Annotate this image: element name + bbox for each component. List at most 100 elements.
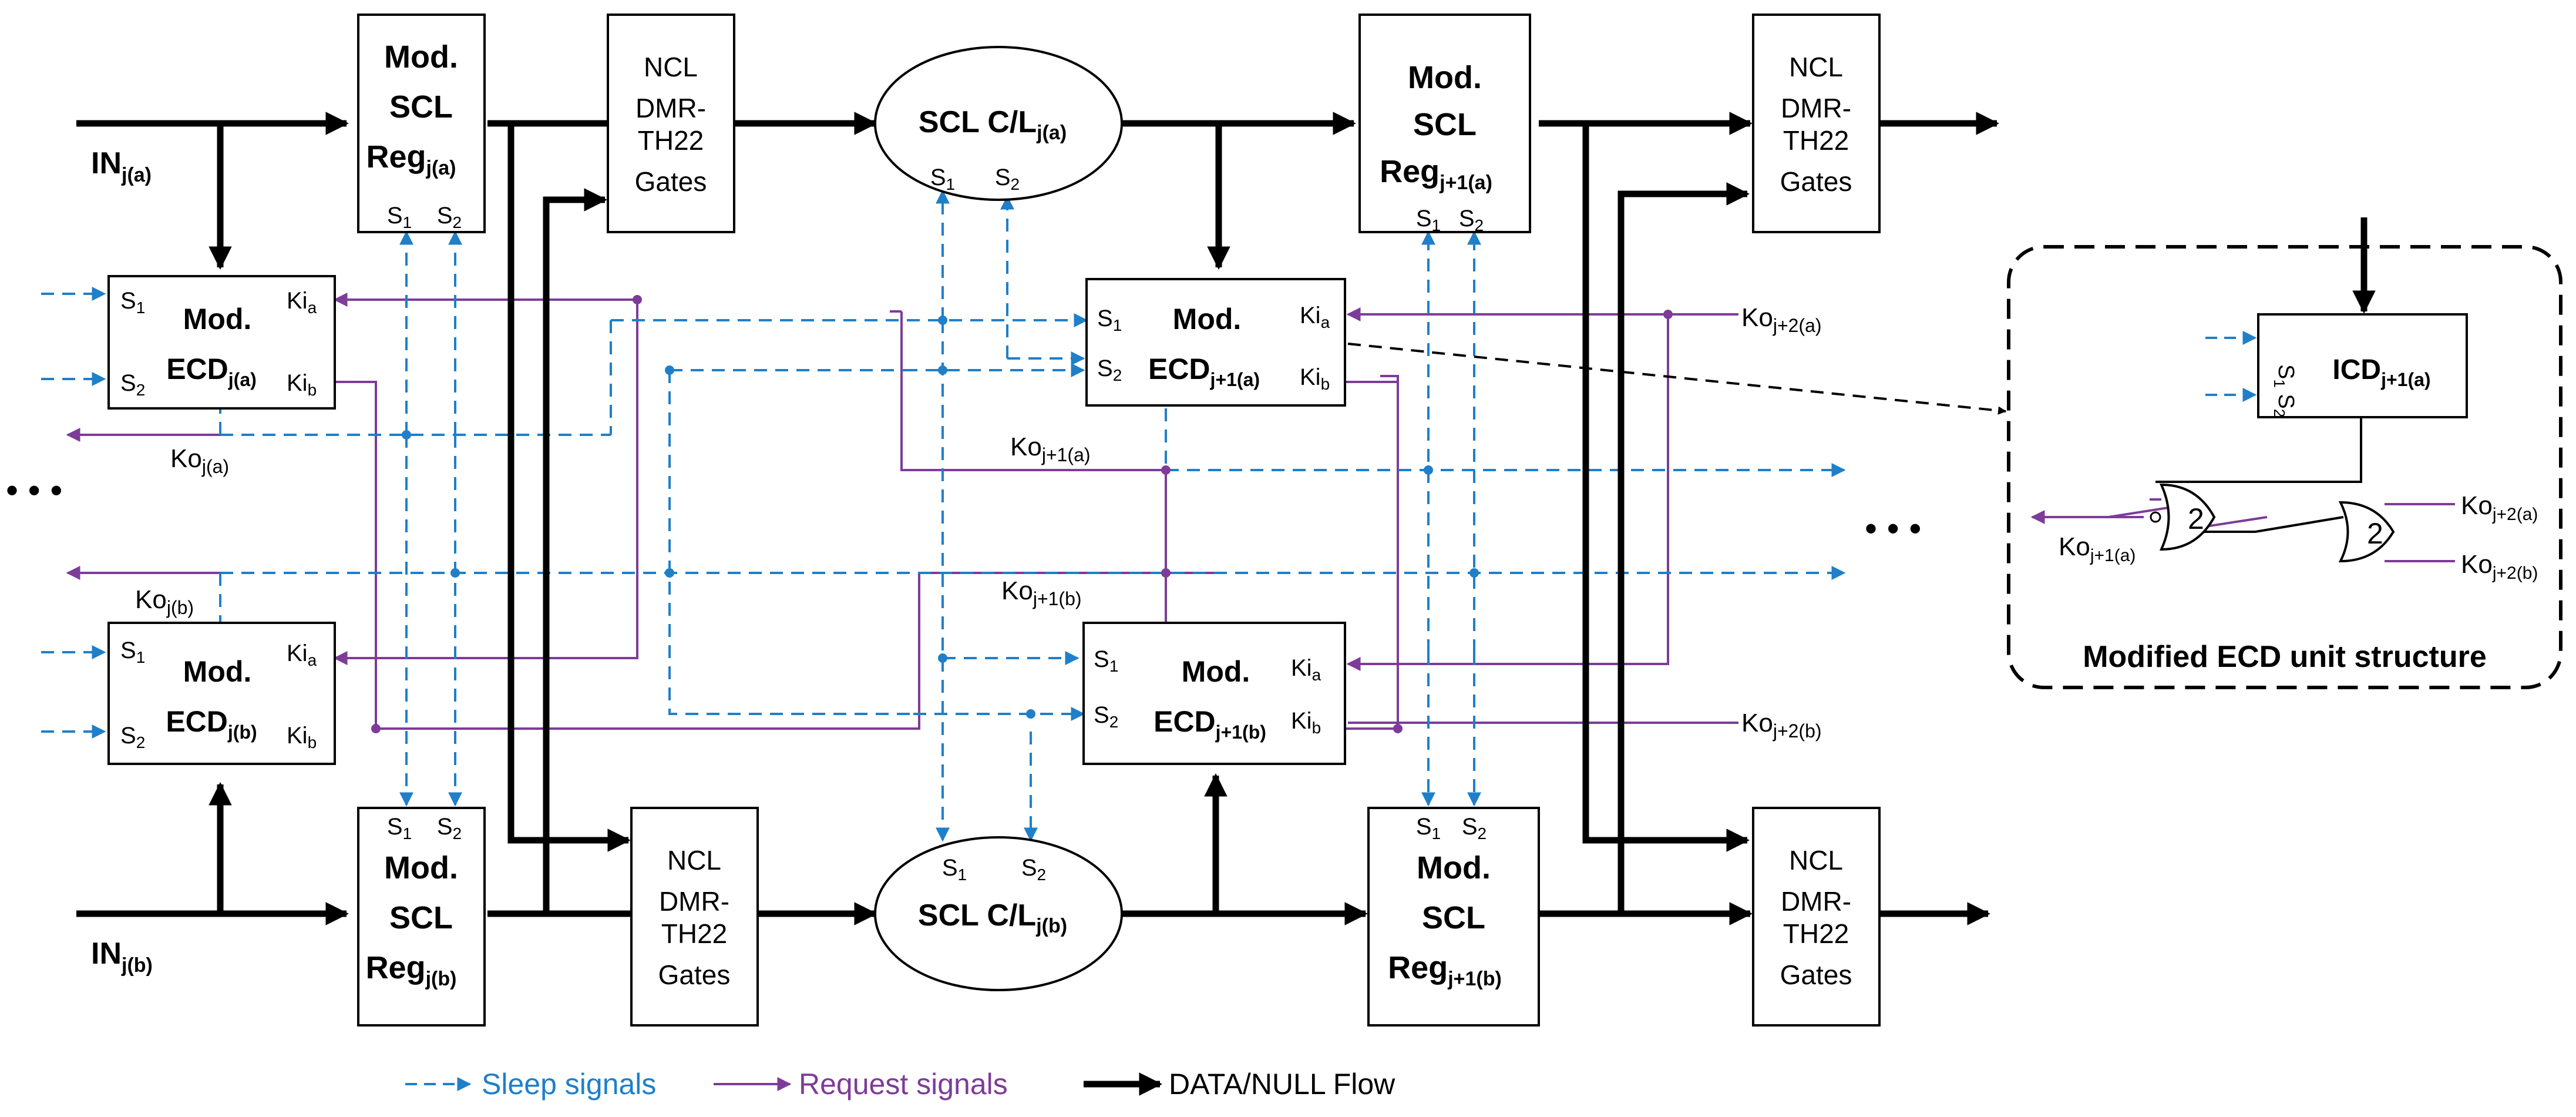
signal-labels: INj(a) INj(b) Koj(a) Koj(b) Koj+1(a) Koj… <box>91 146 1822 977</box>
callout-arrow <box>1347 343 2007 415</box>
svg-text:SCL: SCL <box>1413 107 1477 142</box>
svg-text:S2: S2 <box>120 723 145 752</box>
ecd-ja: S1 S2 Mod. ECDj(a) Kia Kib <box>107 275 336 410</box>
icd-label: ICDj+1(a) <box>2332 354 2430 390</box>
svg-text:S1: S1 <box>387 203 412 232</box>
svg-text:DMR-: DMR- <box>1781 93 1851 123</box>
svg-text:Mod.: Mod. <box>384 850 458 885</box>
svg-text:S2: S2 <box>120 370 145 399</box>
svg-text:Regj(a): Regj(a) <box>366 139 456 179</box>
svg-text:DMR-: DMR- <box>659 886 729 917</box>
data-null-flow <box>76 112 2376 925</box>
icd-s-labels: S1 S2 <box>2271 364 2298 417</box>
svg-text:Mod.: Mod. <box>384 39 458 75</box>
svg-text:TH22: TH22 <box>638 125 704 156</box>
svg-text:Kib: Kib <box>287 723 317 752</box>
svg-text:SCL: SCL <box>389 900 453 935</box>
scl-cl-jb: S1 S2 SCL C/Lj(b) <box>874 836 1123 991</box>
inset-ko-a: Koj+2(a) <box>2461 491 2538 524</box>
svg-text:Kia: Kia <box>1291 655 1321 684</box>
svg-text:S1: S1 <box>1416 814 1441 843</box>
svg-text:Mod.: Mod. <box>183 303 252 336</box>
ecd-jb: S1 S2 Mod. ECDj(b) Kia Kib <box>107 622 336 765</box>
svg-text:S1: S1 <box>387 814 412 843</box>
svg-text:NCL: NCL <box>1789 52 1843 82</box>
svg-text:SCL: SCL <box>389 89 453 125</box>
svg-text:S1: S1 <box>1097 306 1122 334</box>
svg-text:S1: S1 <box>120 638 145 666</box>
svg-text:S1: S1 <box>120 288 145 317</box>
svg-text:Mod.: Mod. <box>1417 850 1491 885</box>
svg-text:2: 2 <box>2188 502 2204 535</box>
scl-reg-j1a: Mod. SCL Regj+1(a) S1 S2 <box>1358 14 1531 234</box>
svg-text:NCL: NCL <box>1789 845 1843 876</box>
svg-text:SCL C/Lj(a): SCL C/Lj(a) <box>919 105 1067 144</box>
ko-j2a-label: Koj+2(a) <box>1741 303 1822 336</box>
inset-ko-out: Koj+1(a) <box>2059 532 2136 565</box>
ko-ja-label: Koj(a) <box>170 444 229 477</box>
legend-request: Request signals <box>799 1068 1008 1101</box>
scl-reg-jb: S1 S2 Mod. SCL Regj(b) <box>357 807 486 1027</box>
svg-text:Kia: Kia <box>287 640 317 669</box>
svg-text:ECDj(a): ECDj(a) <box>166 353 257 390</box>
svg-text:Regj(b): Regj(b) <box>366 950 457 990</box>
svg-text:S2: S2 <box>1097 355 1122 384</box>
svg-text:Regj+1(b): Regj+1(b) <box>1388 950 1502 990</box>
junction-dots <box>371 295 1673 733</box>
ncl-gates-j1a: NCL DMR- TH22 Gates <box>1752 14 1881 233</box>
svg-text:Gates: Gates <box>1780 960 1852 990</box>
ecd-j1a: S1 S2 Mod. ECDj+1(a) Kia Kib <box>1085 278 1346 407</box>
legend-data: DATA/NULL Flow <box>1169 1068 1395 1101</box>
sleep-signal-wires <box>41 189 1846 842</box>
svg-text:SCL C/Lj(b): SCL C/Lj(b) <box>918 898 1067 937</box>
svg-text:S2: S2 <box>437 203 462 232</box>
ncl-gates-jb: NCL DMR- TH22 Gates <box>630 807 759 1027</box>
svg-text:S2: S2 <box>1094 702 1118 731</box>
scl-cl-ja: SCL C/Lj(a) S1 S2 <box>874 46 1123 201</box>
ko-jb-label: Koj(b) <box>135 585 194 618</box>
ecd-j1b: S1 S2 Mod. ECDj+1(b) Kia Kib <box>1082 622 1346 765</box>
svg-text:ECDj+1(b): ECDj+1(b) <box>1154 705 1266 743</box>
scl-reg-j1b: S1 S2 Mod. SCL Regj+1(b) <box>1367 807 1540 1027</box>
svg-text:Mod.: Mod. <box>183 655 252 688</box>
inset-request-wires <box>2030 503 2455 562</box>
svg-text:TH22: TH22 <box>1783 125 1849 156</box>
svg-text:S2: S2 <box>995 165 1020 193</box>
svg-text:Kia: Kia <box>1300 303 1330 331</box>
svg-text:ECDj(b): ECDj(b) <box>166 705 257 743</box>
ko-j1b-label: Koj+1(b) <box>1001 576 1082 609</box>
svg-text:Mod.: Mod. <box>1173 303 1242 336</box>
svg-text:S2: S2 <box>1459 206 1484 234</box>
legend: Sleep signals Request signals DATA/NULL … <box>405 1068 1395 1101</box>
svg-text:Gates: Gates <box>658 960 731 990</box>
inset-ko-b: Koj+2(b) <box>2461 550 2538 583</box>
svg-text:S1: S1 <box>930 165 955 193</box>
svg-text:Gates: Gates <box>635 166 707 197</box>
svg-text:S2: S2 <box>1462 814 1487 843</box>
svg-text:S1: S1 <box>1416 206 1441 234</box>
svg-text:SCL: SCL <box>1422 900 1485 935</box>
svg-text:DMR-: DMR- <box>635 93 706 123</box>
ellipsis-left: • • • <box>6 471 62 510</box>
legend-sleep: Sleep signals <box>482 1068 656 1101</box>
svg-text:NCL: NCL <box>644 52 698 82</box>
scl-reg-ja: Mod. SCL Regj(a) S1 S2 <box>357 14 486 233</box>
svg-text:NCL: NCL <box>667 845 721 876</box>
svg-text:Gates: Gates <box>1780 166 1852 197</box>
svg-text:Regj+1(a): Regj+1(a) <box>1380 154 1492 194</box>
svg-text:Kib: Kib <box>287 370 317 399</box>
svg-text:Kia: Kia <box>287 288 317 317</box>
svg-text:S2: S2 <box>1021 855 1046 884</box>
ko-j1a-label: Koj+1(a) <box>1010 432 1091 465</box>
in-jb-label: INj(b) <box>91 937 153 977</box>
ko-j2b-label: Koj+2(b) <box>1741 709 1822 742</box>
in-ja-label: INj(a) <box>91 146 152 186</box>
ellipsis-right: • • • <box>1865 509 1921 548</box>
svg-text:S1: S1 <box>1094 646 1118 675</box>
svg-text:Mod.: Mod. <box>1182 655 1250 688</box>
inset-sleep-wires <box>2205 331 2257 402</box>
svg-text:ECDj+1(a): ECDj+1(a) <box>1148 353 1260 390</box>
svg-text:Kib: Kib <box>1300 364 1330 393</box>
svg-text:Mod.: Mod. <box>1408 60 1482 95</box>
